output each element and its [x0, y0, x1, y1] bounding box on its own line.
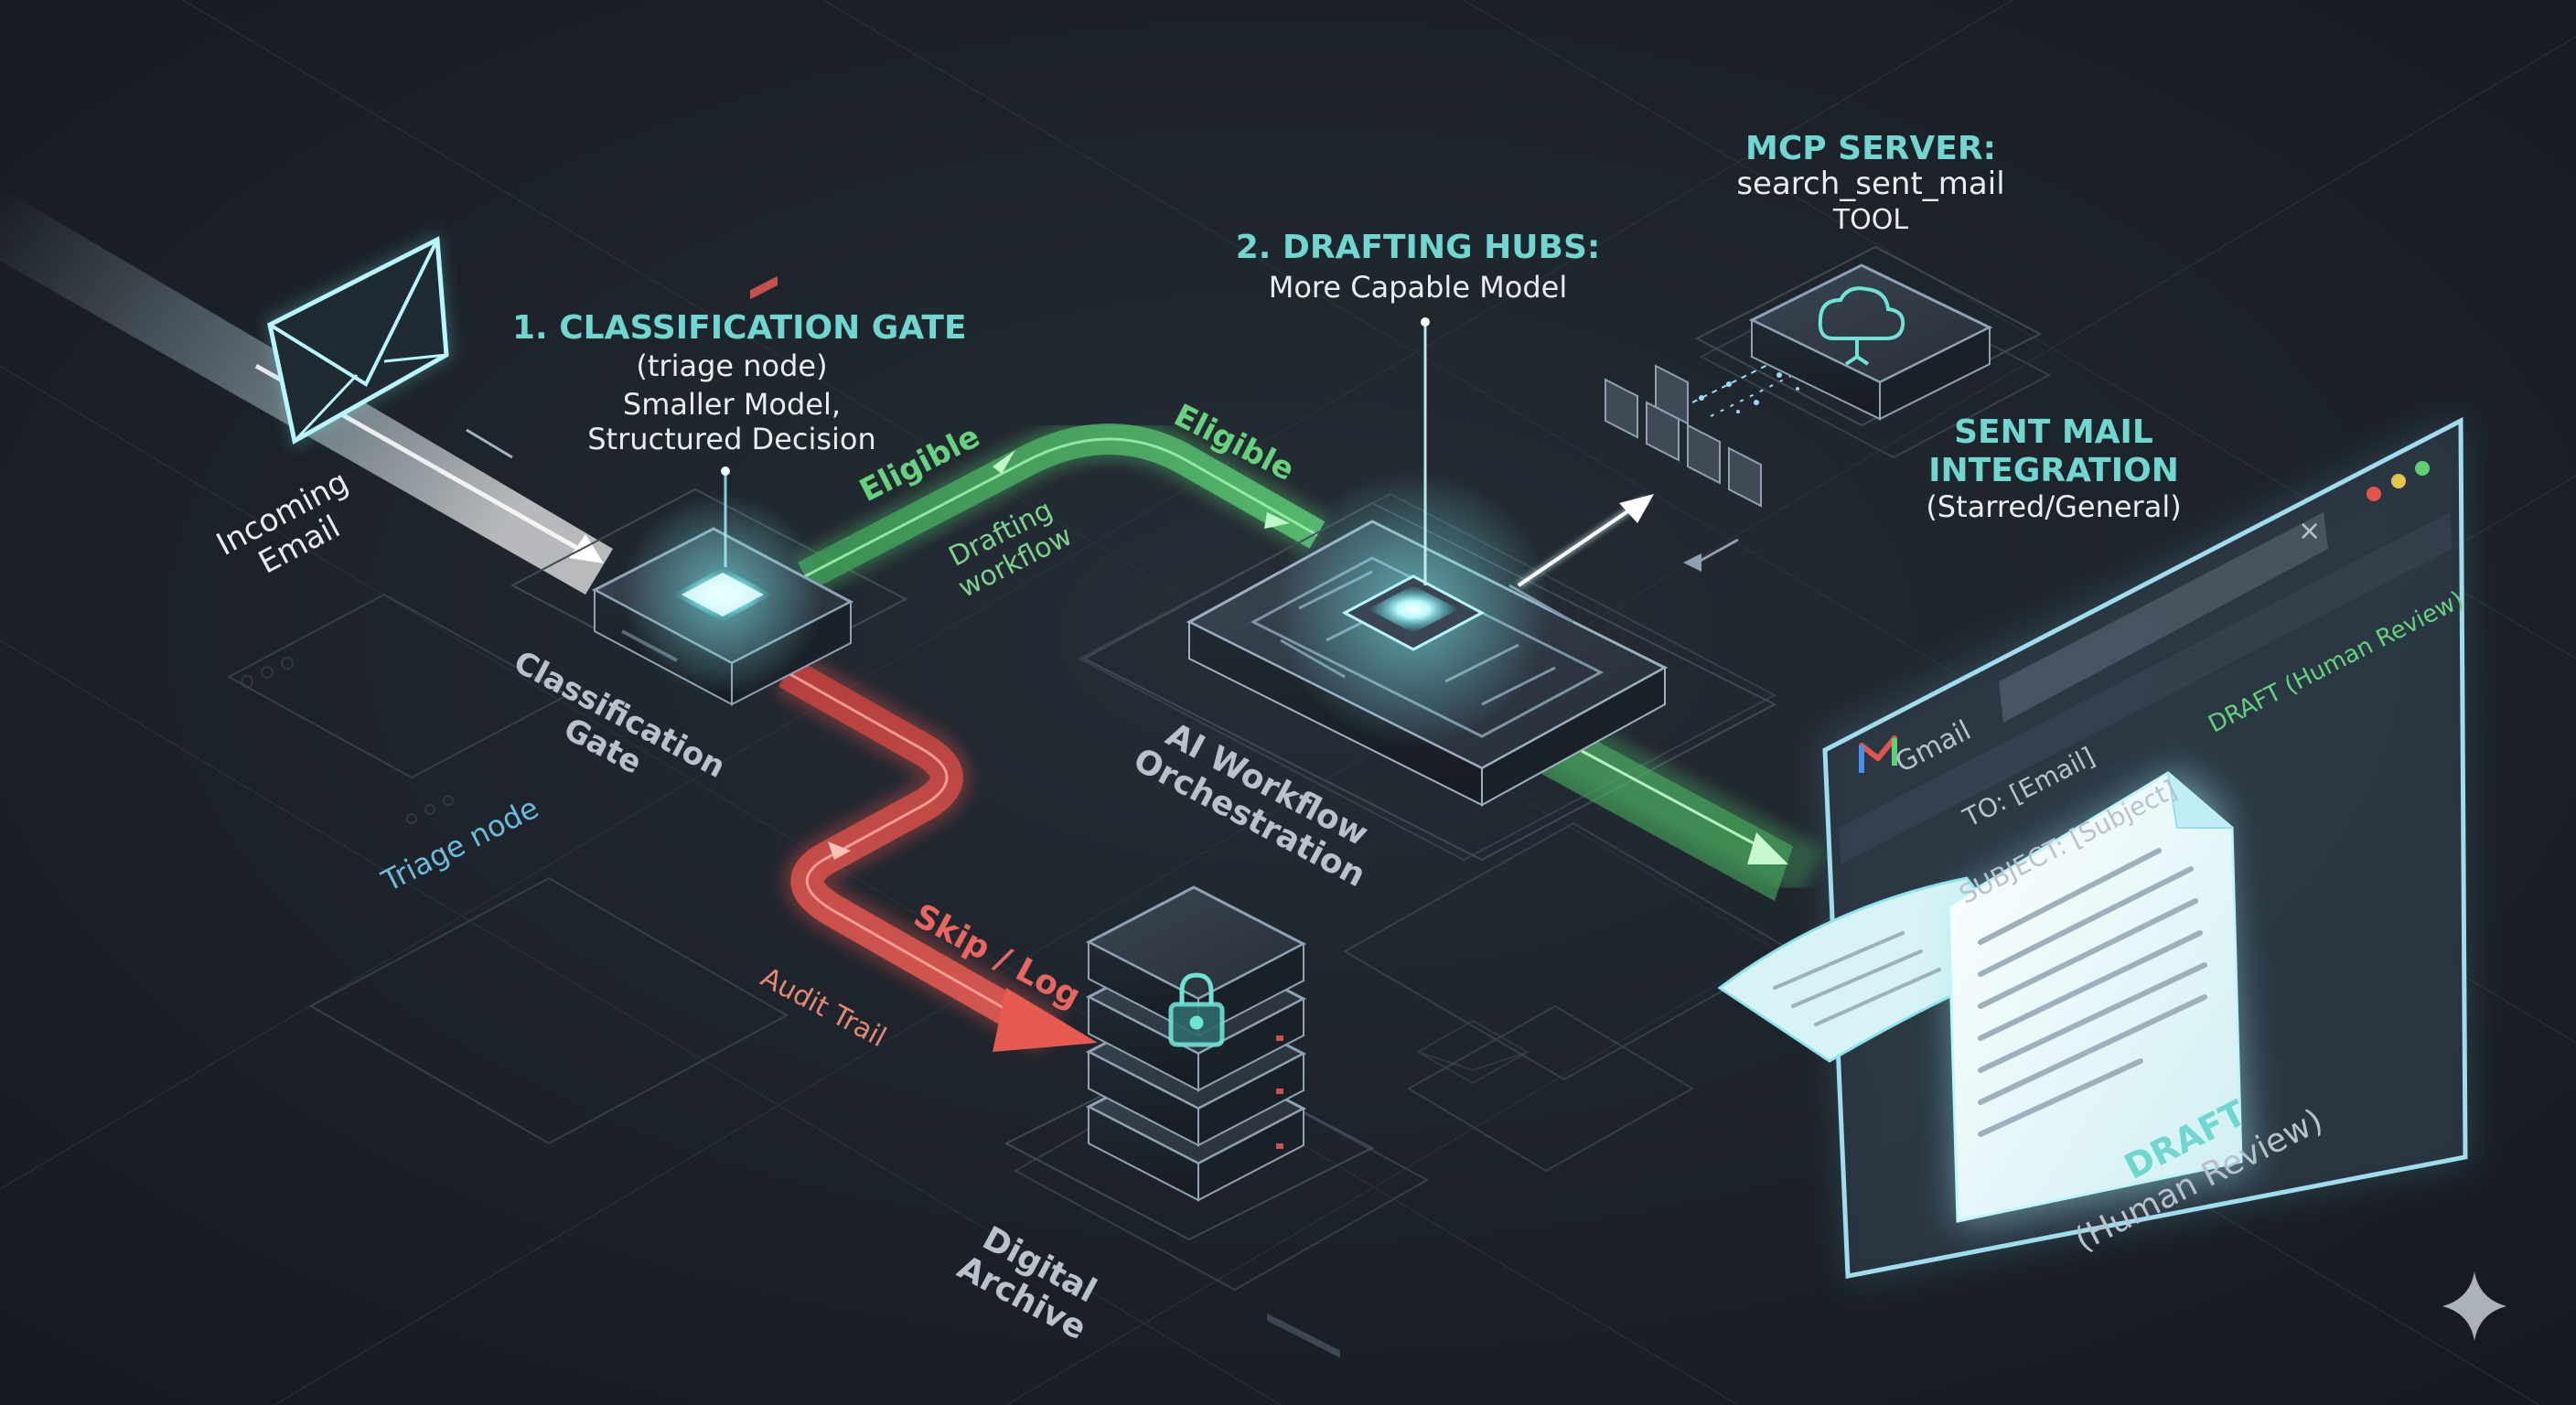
skip-arrowhead — [993, 988, 1098, 1052]
classification-line1: (triage node) — [636, 349, 828, 383]
drafting-title: 2. DRAFTING HUBS: — [1235, 229, 1601, 266]
sent-mail-line2: INTEGRATION — [1928, 452, 2179, 489]
classification-title: 1. CLASSIFICATION GATE — [512, 309, 967, 347]
gmail-logo-icon — [1859, 735, 1897, 773]
draft-document — [1717, 768, 2250, 1226]
envelope-icon — [265, 233, 453, 448]
mcp-server-node — [1694, 245, 2043, 427]
sent-mail-line3: (Starred/General) — [1926, 489, 2182, 524]
classification-gate-node — [591, 275, 854, 706]
gmail-search-bar — [1999, 512, 2328, 723]
drafting-hub-node — [1186, 317, 1669, 1358]
drafting-subtitle: More Capable Model — [1268, 270, 1568, 305]
mcp-tool-name: search_sent_mail — [1736, 166, 2005, 202]
digital-archive-node — [1004, 885, 1375, 1241]
sent-mail-line1: SENT MAIL — [1954, 413, 2153, 451]
lock-icon — [1168, 972, 1225, 1047]
mcp-data-beam — [1516, 338, 1840, 589]
mcp-tool-label: TOOL — [1832, 204, 1909, 236]
sparkle-icon — [2442, 1271, 2506, 1341]
mcp-title: MCP SERVER: — [1745, 130, 1996, 167]
classification-line3: Structured Decision — [587, 422, 876, 456]
classification-line2: Smaller Model, — [622, 387, 842, 422]
cloud-tool-icon — [1818, 286, 1905, 366]
gmail-close-button[interactable]: × — [2298, 515, 2322, 547]
